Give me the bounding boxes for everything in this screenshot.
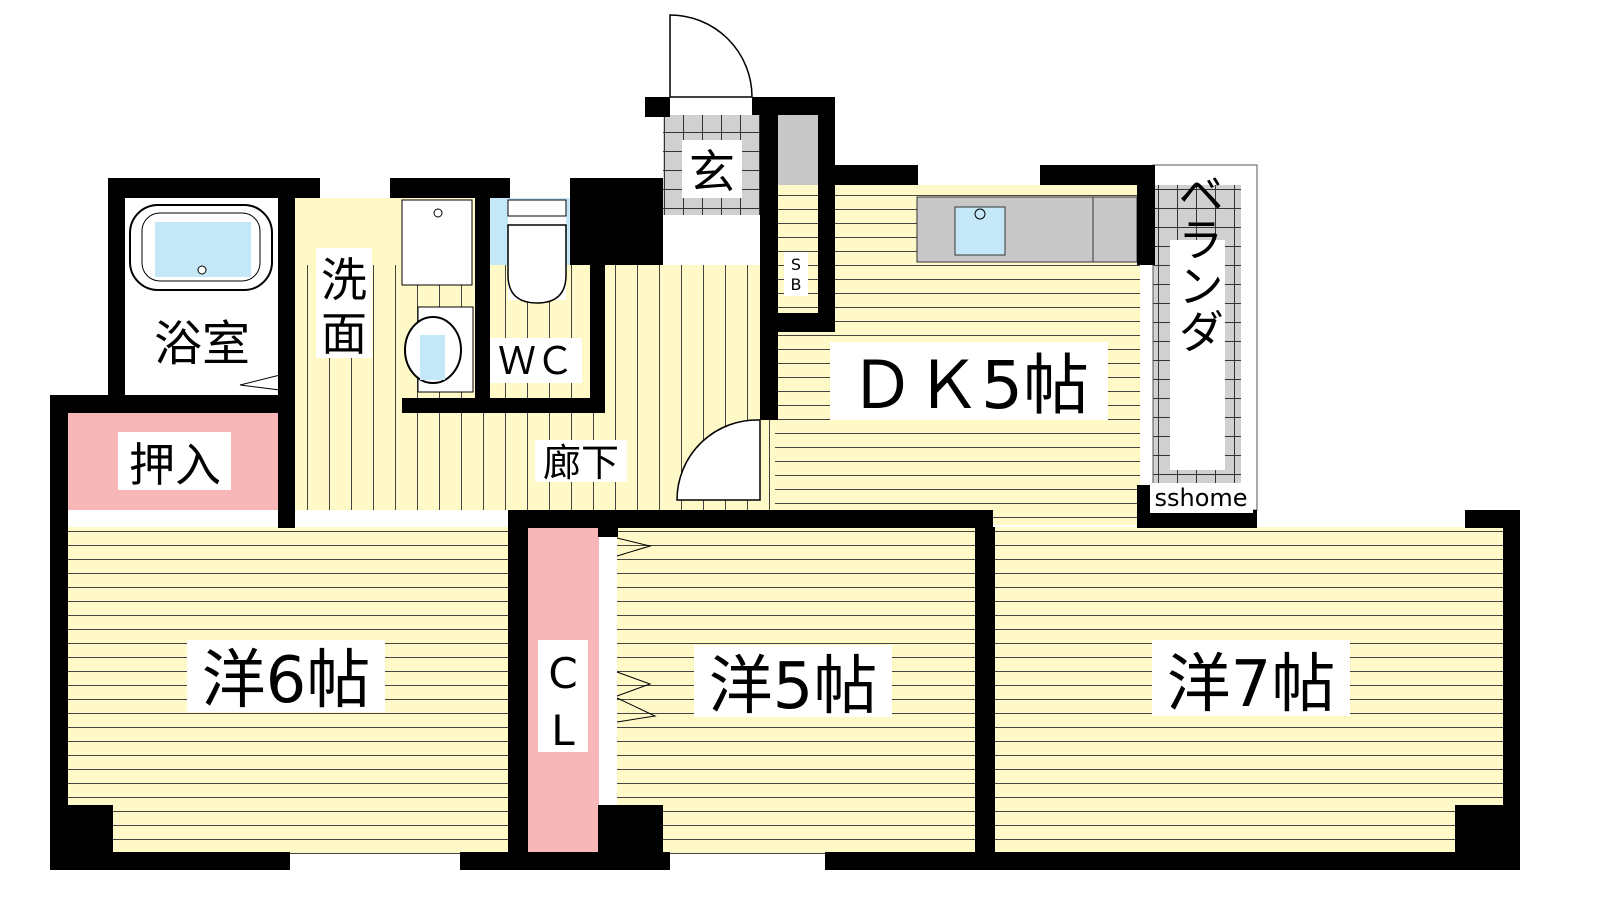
room-label-sb-1: S [791,255,801,274]
room-label-entrance: 玄 [689,145,735,199]
room-label-bath: 浴室 [154,316,250,372]
washing-machine-icon [401,199,473,286]
room-label-wc: ＷＣ [498,339,574,383]
entrance-door[interactable] [669,14,753,98]
watermark: sshome [1154,484,1247,512]
room-label-oshiire: 押入 [129,438,221,492]
room-label-washroom-1: 洗 [321,253,367,307]
room-label-western5: 洋5帖 [709,650,878,724]
room-label-cl-1: C [548,649,577,698]
room-label-sb-2: B [791,275,802,294]
kitchen-counter [916,196,1138,263]
room-label-washroom-2: 面 [321,307,367,361]
room-label-western7: 洋7帖 [1167,648,1336,722]
bathtub-icon [129,204,273,291]
dk-door[interactable] [676,419,761,501]
room-label-veranda: ベランダ [1171,170,1225,354]
walls [50,97,1520,870]
sink-icon [954,206,1006,256]
room-label-hallway: 廊下 [543,441,619,485]
washbasin-icon [404,306,474,393]
room-label-dk: ＤＫ5帖 [849,347,1089,424]
toilet-icon [507,199,567,304]
room-label-cl-2: L [551,706,575,755]
room-label-western6: 洋6帖 [202,644,371,718]
